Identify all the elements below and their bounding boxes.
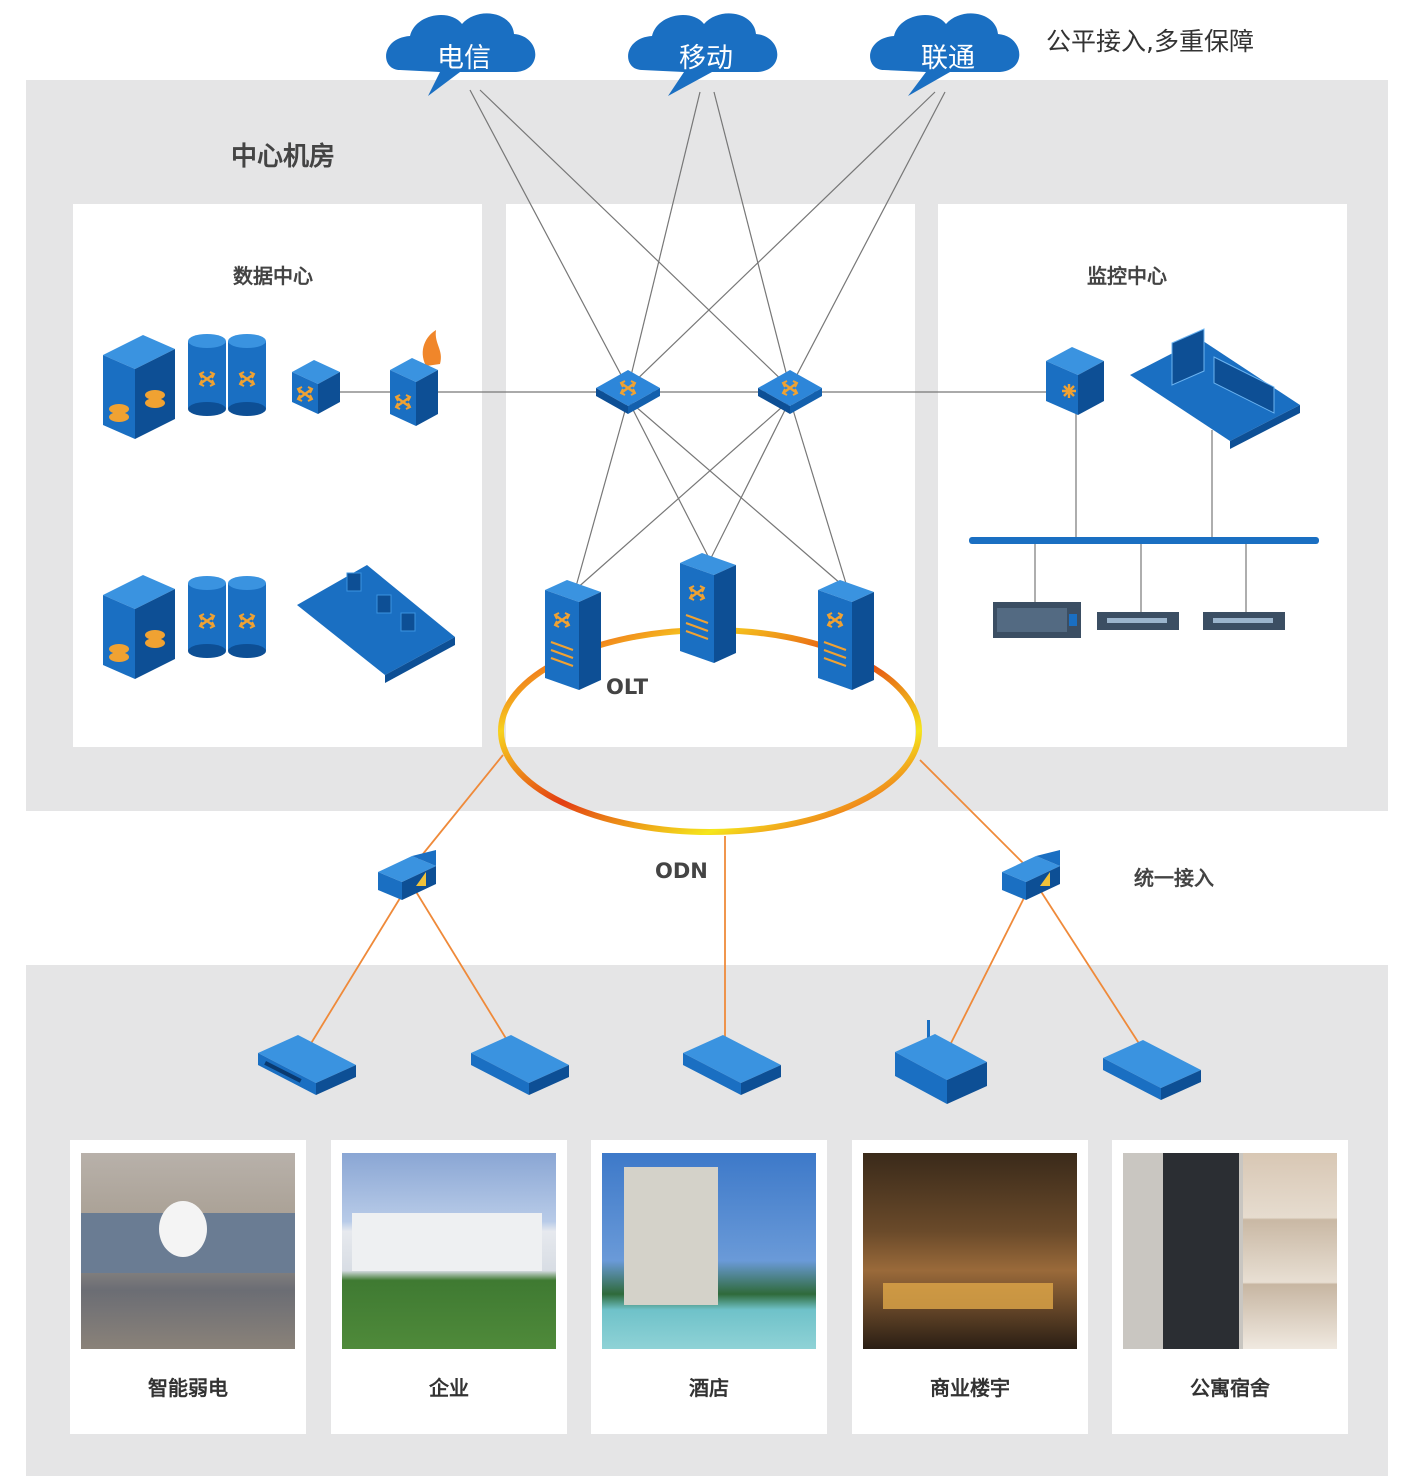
monitor-bus [969,537,1319,544]
odn-label: ODN [655,859,708,883]
core-switch-icon [758,370,822,414]
site-caption: 公寓宿舍 [1190,1376,1270,1400]
data-center-title: 数据中心 [233,264,313,288]
site-photo [1123,1153,1337,1349]
site-caption: 商业楼宇 [930,1376,1010,1400]
splitter-icon [378,850,436,900]
encoder-device-icon [1203,612,1285,630]
nvr-device-icon [993,602,1081,638]
server-rack-icon [103,575,175,679]
carrier-unicom-label: 联通 [921,43,975,74]
site-caption: 智能弱电 [148,1376,228,1400]
tagline: 公平接入,多重保障 [1046,27,1254,56]
unified-access-label: 统一接入 [1134,866,1214,890]
storage-cylinder-icon [188,334,266,416]
site-photo [863,1153,1077,1349]
olt-label: OLT [606,675,649,699]
onu-device-icon [258,1035,356,1095]
carrier-mobile-label: 移动 [679,43,733,74]
center-room-title: 中心机房 [231,142,336,172]
site-caption: 酒店 [689,1376,729,1400]
core-switch-icon [596,370,660,414]
olt-chassis-icon [680,553,736,663]
video-wall-icon [1130,328,1300,449]
site-caption: 企业 [429,1376,469,1400]
onu-device-icon [1103,1040,1201,1100]
wireless-router-icon [895,1020,987,1104]
site-card-commercial: 商业楼宇 [852,1140,1088,1434]
splitter-icon [1002,850,1060,900]
site-card-smart-building: 智能弱电 [70,1140,306,1434]
onu-device-icon [471,1035,569,1095]
site-photo [81,1153,295,1349]
monitor-switch-icon [1046,347,1104,415]
cloud-icon-mobile [628,13,778,97]
workstation-desk-icon [297,565,455,683]
site-photo [602,1153,816,1349]
odn-fiber-lines [309,754,1141,1046]
olt-chassis-icon [818,580,874,690]
site-card-apartment: 公寓宿舍 [1112,1140,1348,1434]
site-card-enterprise: 企业 [331,1140,567,1434]
monitor-center-panel [938,204,1347,747]
storage-cylinder-icon [188,576,266,658]
olt-chassis-icon [545,580,601,690]
carrier-telecom-label: 电信 [437,43,491,74]
encoder-device-icon [1097,612,1179,630]
uplink-lines [340,89,1247,612]
site-card-hotel: 酒店 [591,1140,827,1434]
monitor-center-title: 监控中心 [1087,264,1167,288]
cloud-icon-telecom [386,13,536,97]
onu-device-icon [683,1035,781,1095]
switch-cube-icon [292,360,340,414]
cloud-icon-unicom [870,13,1020,97]
site-photo [342,1153,556,1349]
server-rack-icon [103,335,175,439]
firewall-icon [390,330,441,426]
